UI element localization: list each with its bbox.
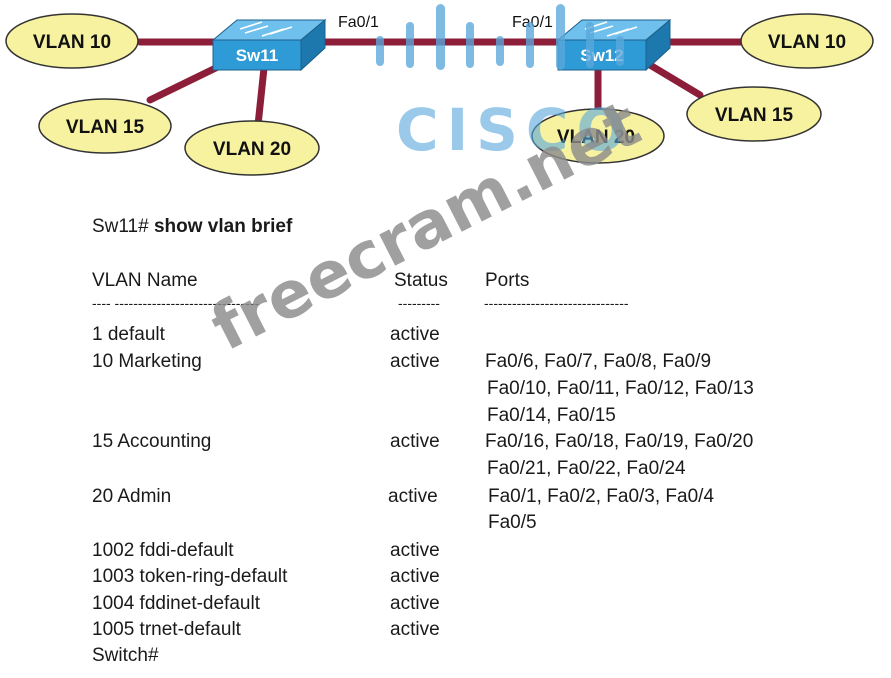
vlan-node-left-20: VLAN 20 [184, 120, 320, 176]
vlan-row-name: 1 default [92, 324, 165, 345]
vlan-label: VLAN 15 [715, 105, 794, 126]
dash-status: --------- [398, 295, 440, 311]
network-diagram: VLAN 10 VLAN 15 VLAN 20 VLAN 10 VLAN 15 … [5, 4, 874, 176]
vlan-row-ports: Fa0/6, Fa0/7, Fa0/8, Fa0/9 [485, 351, 712, 372]
switch-sw11: Sw11 [211, 18, 327, 72]
vlan-row-name: 1002 fddi-default [92, 540, 234, 561]
dash-row: ---- ------------------------------- [92, 296, 259, 310]
vlan-row-status: active [390, 431, 440, 452]
vlan-label: VLAN 10 [768, 32, 846, 53]
vlan-row-status: active [390, 566, 440, 587]
vlan-node-left-15: VLAN 15 [38, 98, 172, 154]
vlan-label: VLAN 20 [557, 127, 635, 148]
header-ports: Ports [485, 270, 530, 291]
header-vlan-name: VLAN Name [92, 270, 198, 291]
cisco-bars-icon [376, 4, 624, 70]
vlan-row-name: 10 Marketing [92, 351, 202, 372]
vlan-row-ports: Fa0/21, Fa0/22, Fa0/24 [487, 458, 686, 479]
vlan-row-ports: Fa0/16, Fa0/18, Fa0/19, Fa0/20 [485, 431, 754, 452]
dash-ports: ------------------------------- [484, 295, 629, 311]
link-sw11-vlan20 [254, 64, 268, 129]
vlan-node-right-20: VLAN 20 [531, 108, 665, 164]
vlan-row-ports: Fa0/10, Fa0/11, Fa0/12, Fa0/13 [487, 378, 754, 399]
vlan-node-right-10: VLAN 10 [740, 13, 874, 69]
vlan-node-right-15: VLAN 15 [686, 86, 822, 142]
vlan-row-ports: Fa0/14, Fa0/15 [487, 405, 616, 426]
vlan-row-status: active [390, 324, 440, 345]
vlan-row-name: 15 Accounting [92, 431, 212, 452]
vlan-row-status: active [390, 540, 440, 561]
vlan-row-ports: Fa0/1, Fa0/2, Fa0/3, Fa0/4 [488, 486, 715, 507]
vlan-row-status: active [388, 486, 438, 507]
vlan-row-status: active [390, 351, 440, 372]
cli-prompt: Sw11# [92, 216, 149, 237]
vlan-label: VLAN 20 [213, 139, 291, 160]
vlan-label: VLAN 10 [33, 32, 111, 53]
switch-label: Sw11 [236, 46, 279, 65]
vlan-row-status: active [390, 619, 440, 640]
switch-arrows-icon [239, 21, 293, 37]
vlan-row-name: 1003 token-ring-default [92, 566, 288, 587]
end-prompt: Switch# [92, 645, 159, 666]
cli-command: show vlan brief [153, 216, 293, 237]
cisco-logo: CISCO [376, 4, 634, 164]
vlan-row-status: active [390, 593, 440, 614]
vlan-label: VLAN 15 [66, 117, 145, 138]
header-status: Status [394, 270, 448, 291]
port-label-sw12: Fa0/1 [512, 14, 553, 31]
dash-name: ------------------------------- [114, 295, 260, 311]
port-label-sw11: Fa0/1 [338, 14, 379, 31]
vlan-row-name: 1005 trnet-default [92, 619, 241, 640]
link-sw12-vlan15 [646, 61, 704, 99]
vlan-node-left-10: VLAN 10 [5, 13, 139, 69]
vlan-row-ports: Fa0/5 [488, 512, 537, 533]
vlan-row-name: 1004 fddinet-default [92, 593, 260, 614]
dash-id: ---- [92, 295, 111, 311]
command-line: Sw11# show vlan brief [92, 216, 292, 238]
switch-sw12: Sw12 [556, 18, 672, 72]
cisco-wordmark: CISCO [396, 96, 634, 164]
vlan-row-name: 20 Admin [92, 486, 172, 507]
